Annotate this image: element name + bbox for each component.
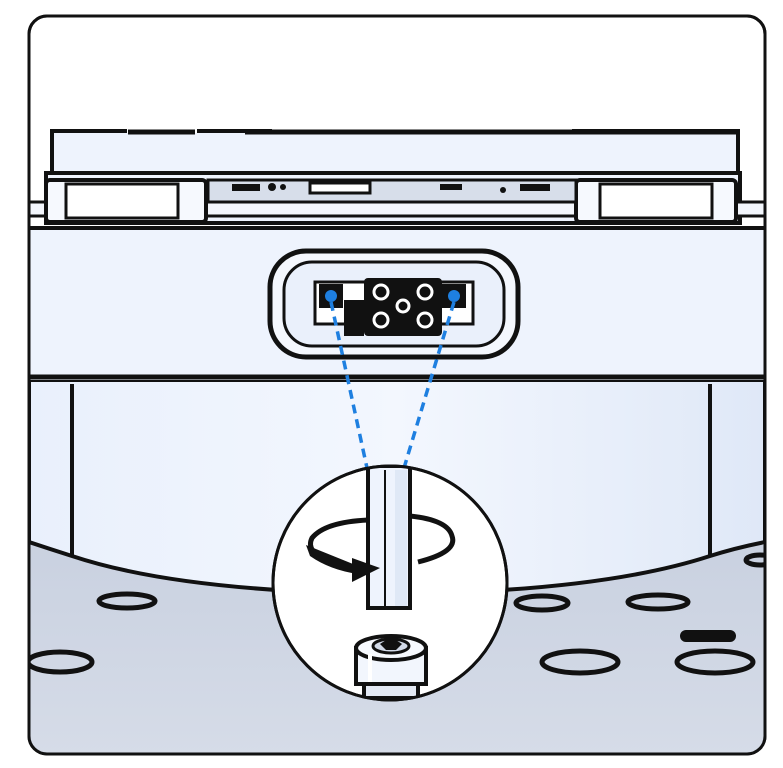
right-screw-hole-highlight bbox=[448, 290, 460, 302]
floor-hole bbox=[625, 592, 691, 612]
connector-block bbox=[344, 278, 442, 336]
left-screw-hole-highlight bbox=[325, 290, 337, 302]
floor-hole bbox=[29, 649, 95, 675]
floor-slot bbox=[680, 630, 736, 642]
guide-line-left bbox=[329, 301, 369, 469]
floor-hole bbox=[96, 591, 158, 611]
connector-pin bbox=[416, 311, 434, 329]
mechanism-details bbox=[232, 181, 550, 195]
connector-pin bbox=[416, 283, 434, 301]
floor-hole bbox=[539, 648, 621, 676]
connector-pin bbox=[372, 283, 390, 301]
floor-hole bbox=[513, 593, 571, 613]
zoom-contents bbox=[306, 466, 456, 700]
rotate-clockwise-arrow-icon bbox=[306, 513, 456, 582]
floor-holes bbox=[29, 552, 765, 676]
floor-hole bbox=[674, 648, 756, 676]
socket-head-screw-icon bbox=[354, 634, 428, 700]
top-lid bbox=[50, 129, 740, 175]
connector-pin bbox=[372, 311, 390, 329]
floor-hole bbox=[743, 552, 765, 568]
mechanism-strip bbox=[206, 178, 578, 204]
scene bbox=[29, 129, 765, 754]
